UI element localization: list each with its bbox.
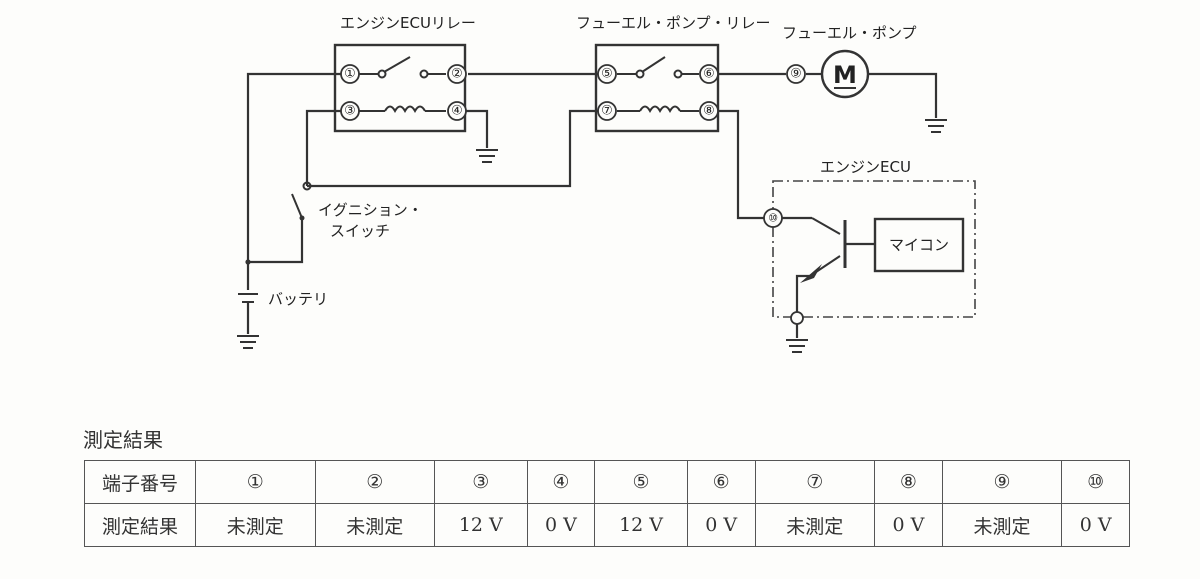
- svg-text:⑤: ⑤: [601, 67, 613, 82]
- terminal-3: ③: [340, 101, 360, 121]
- ignition-switch-label-2: スイッチ: [330, 222, 390, 240]
- terminal-cell: ①: [195, 460, 316, 504]
- svg-text:⑨: ⑨: [790, 67, 802, 82]
- transistor-arrow-icon: [800, 264, 822, 283]
- results-caption: 測定結果: [83, 428, 163, 452]
- engine-ecu-box: [772, 180, 976, 318]
- ignition-switch-label-1: イグニション・: [318, 201, 423, 219]
- microcomputer-box: [873, 217, 965, 273]
- ecu-ground-terminal: [790, 311, 804, 325]
- measurement-row: 測定結果 未測定 未測定 12 V 0 V 12 V 0 V 未測定 0 V 未…: [84, 503, 1130, 547]
- motor-label: M: [833, 61, 857, 89]
- value-cell: 12 V: [594, 503, 688, 547]
- battery-label: バッテリ: [268, 290, 328, 308]
- ecu-relay-label: エンジンECUリレー: [340, 14, 476, 32]
- row-header-result: 測定結果: [84, 503, 196, 547]
- results-table: 端子番号 ① ② ③ ④ ⑤ ⑥ ⑦ ⑧ ⑨ ⑩ 測定結果 未測定 未測定 12…: [84, 460, 1130, 547]
- terminal-cell: ⑨: [941, 460, 1063, 504]
- svg-text:④: ④: [451, 104, 463, 119]
- terminal-cell: ⑤: [594, 460, 688, 504]
- svg-text:⑧: ⑧: [703, 104, 715, 119]
- value-cell: 0 V: [1061, 503, 1130, 547]
- terminal-6: ⑥: [699, 64, 719, 84]
- circuit-diagram: エンジンECUリレー フューエル・ポンプ・リレー イグニション・ スイッチ: [237, 14, 976, 353]
- terminal-7: ⑦: [597, 101, 617, 121]
- ground-icon: [925, 119, 947, 133]
- ground-icon: [237, 335, 259, 349]
- value-cell: 12 V: [434, 503, 528, 547]
- svg-text:⑦: ⑦: [601, 104, 613, 119]
- terminal-2: ②: [447, 64, 467, 84]
- engine-ecu-label: エンジンECU: [820, 158, 911, 176]
- value-cell: 未測定: [314, 503, 436, 547]
- terminal-cell: ⑥: [686, 460, 756, 504]
- terminal-cell: ⑧: [874, 460, 943, 504]
- terminal-cell: ④: [526, 460, 596, 504]
- terminal-cell: ②: [314, 460, 436, 504]
- ecu-relay-box: [333, 43, 467, 133]
- terminal-1: ①: [340, 64, 360, 84]
- svg-text:②: ②: [451, 67, 463, 82]
- svg-text:①: ①: [344, 67, 356, 82]
- motor-icon: [820, 49, 870, 99]
- value-cell: 未測定: [941, 503, 1063, 547]
- svg-text:⑥: ⑥: [703, 67, 715, 82]
- value-cell: 未測定: [195, 503, 316, 547]
- row-header-terminal: 端子番号: [84, 460, 196, 504]
- value-cell: 0 V: [526, 503, 596, 547]
- terminal-9: ⑨: [786, 64, 806, 84]
- terminal-5: ⑤: [597, 64, 617, 84]
- terminal-10: ⑩: [763, 208, 783, 228]
- terminal-4: ④: [447, 101, 467, 121]
- value-cell: 0 V: [686, 503, 756, 547]
- svg-text:⑩: ⑩: [768, 212, 778, 225]
- terminal-cell: ③: [434, 460, 528, 504]
- terminal-cell: ⑦: [754, 460, 876, 504]
- ground-icon: [786, 339, 808, 353]
- value-cell: 未測定: [754, 503, 876, 547]
- terminal-cell: ⑩: [1061, 460, 1130, 504]
- pump-relay-box: [594, 43, 720, 133]
- microcomputer-label: マイコン: [889, 236, 949, 254]
- svg-text:③: ③: [344, 104, 356, 119]
- pump-relay-label: フューエル・ポンプ・リレー: [576, 14, 771, 32]
- fuel-pump-label: フューエル・ポンプ: [782, 24, 917, 42]
- terminal-number-row: 端子番号 ① ② ③ ④ ⑤ ⑥ ⑦ ⑧ ⑨ ⑩: [84, 460, 1130, 504]
- ground-icon: [476, 149, 498, 163]
- value-cell: 0 V: [874, 503, 943, 547]
- terminal-8: ⑧: [699, 101, 719, 121]
